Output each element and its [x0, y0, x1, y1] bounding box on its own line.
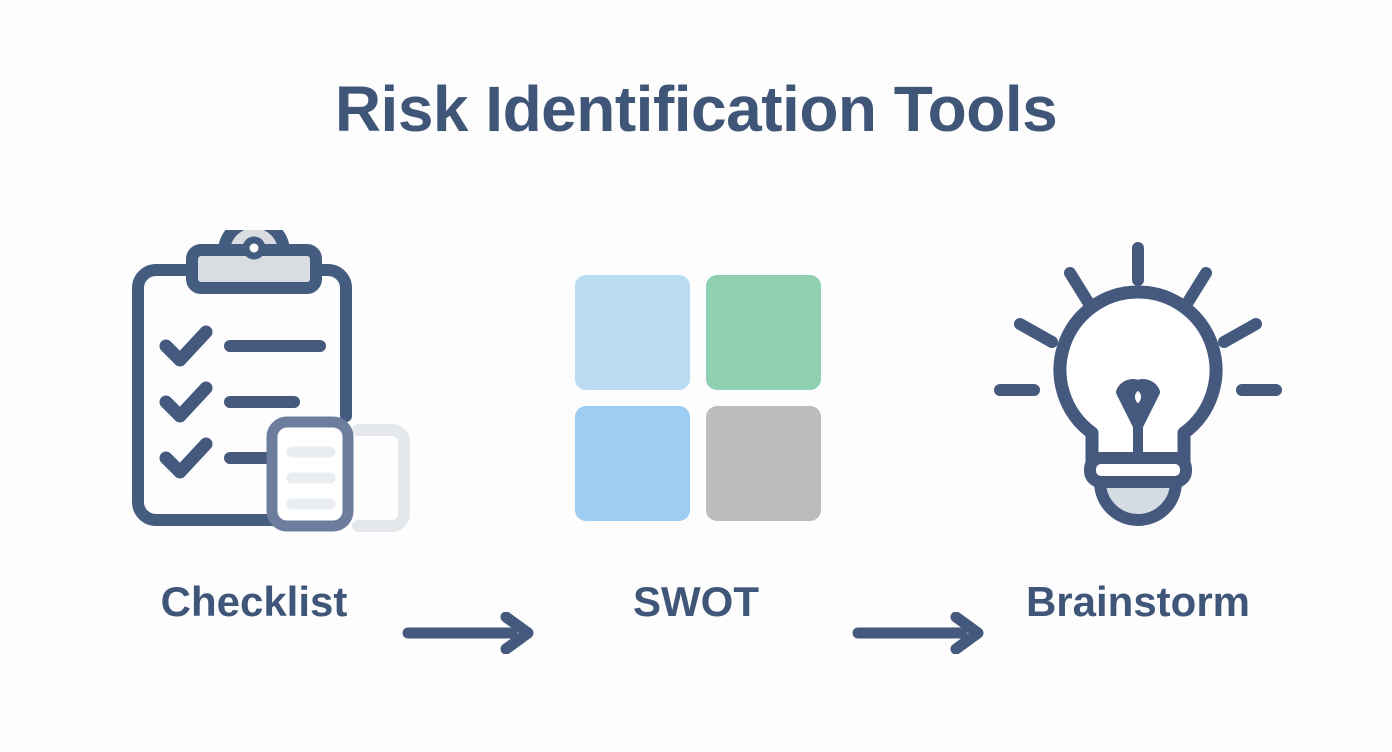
swot-grid [575, 275, 821, 521]
flow-step-label-checklist: Checklist [160, 578, 348, 625]
flow-step-checklist[interactable]: Checklist [94, 216, 414, 625]
clipboard-checklist-icon [94, 216, 414, 550]
swot-quadrant-bottom-left [575, 406, 690, 521]
swot-grid-icon [536, 230, 856, 550]
swot-quadrant-bottom-right [706, 406, 821, 521]
lightbulb-icon [978, 230, 1298, 550]
flow-step-swot[interactable]: SWOT [536, 230, 856, 625]
arrow-right-icon-2 [850, 611, 986, 655]
swot-quadrant-top-right [706, 275, 821, 390]
flow-step-label-brainstorm: Brainstorm [1025, 578, 1251, 625]
flow-step-label-swot: SWOT [633, 578, 759, 625]
arrow-right-icon-1 [400, 611, 536, 655]
flow-step-brainstorm[interactable]: Brainstorm [978, 230, 1298, 625]
page-title: Risk Identification Tools [334, 73, 1058, 145]
flow-row: Checklist SWOT [0, 216, 1392, 655]
swot-quadrant-top-left [575, 275, 690, 390]
